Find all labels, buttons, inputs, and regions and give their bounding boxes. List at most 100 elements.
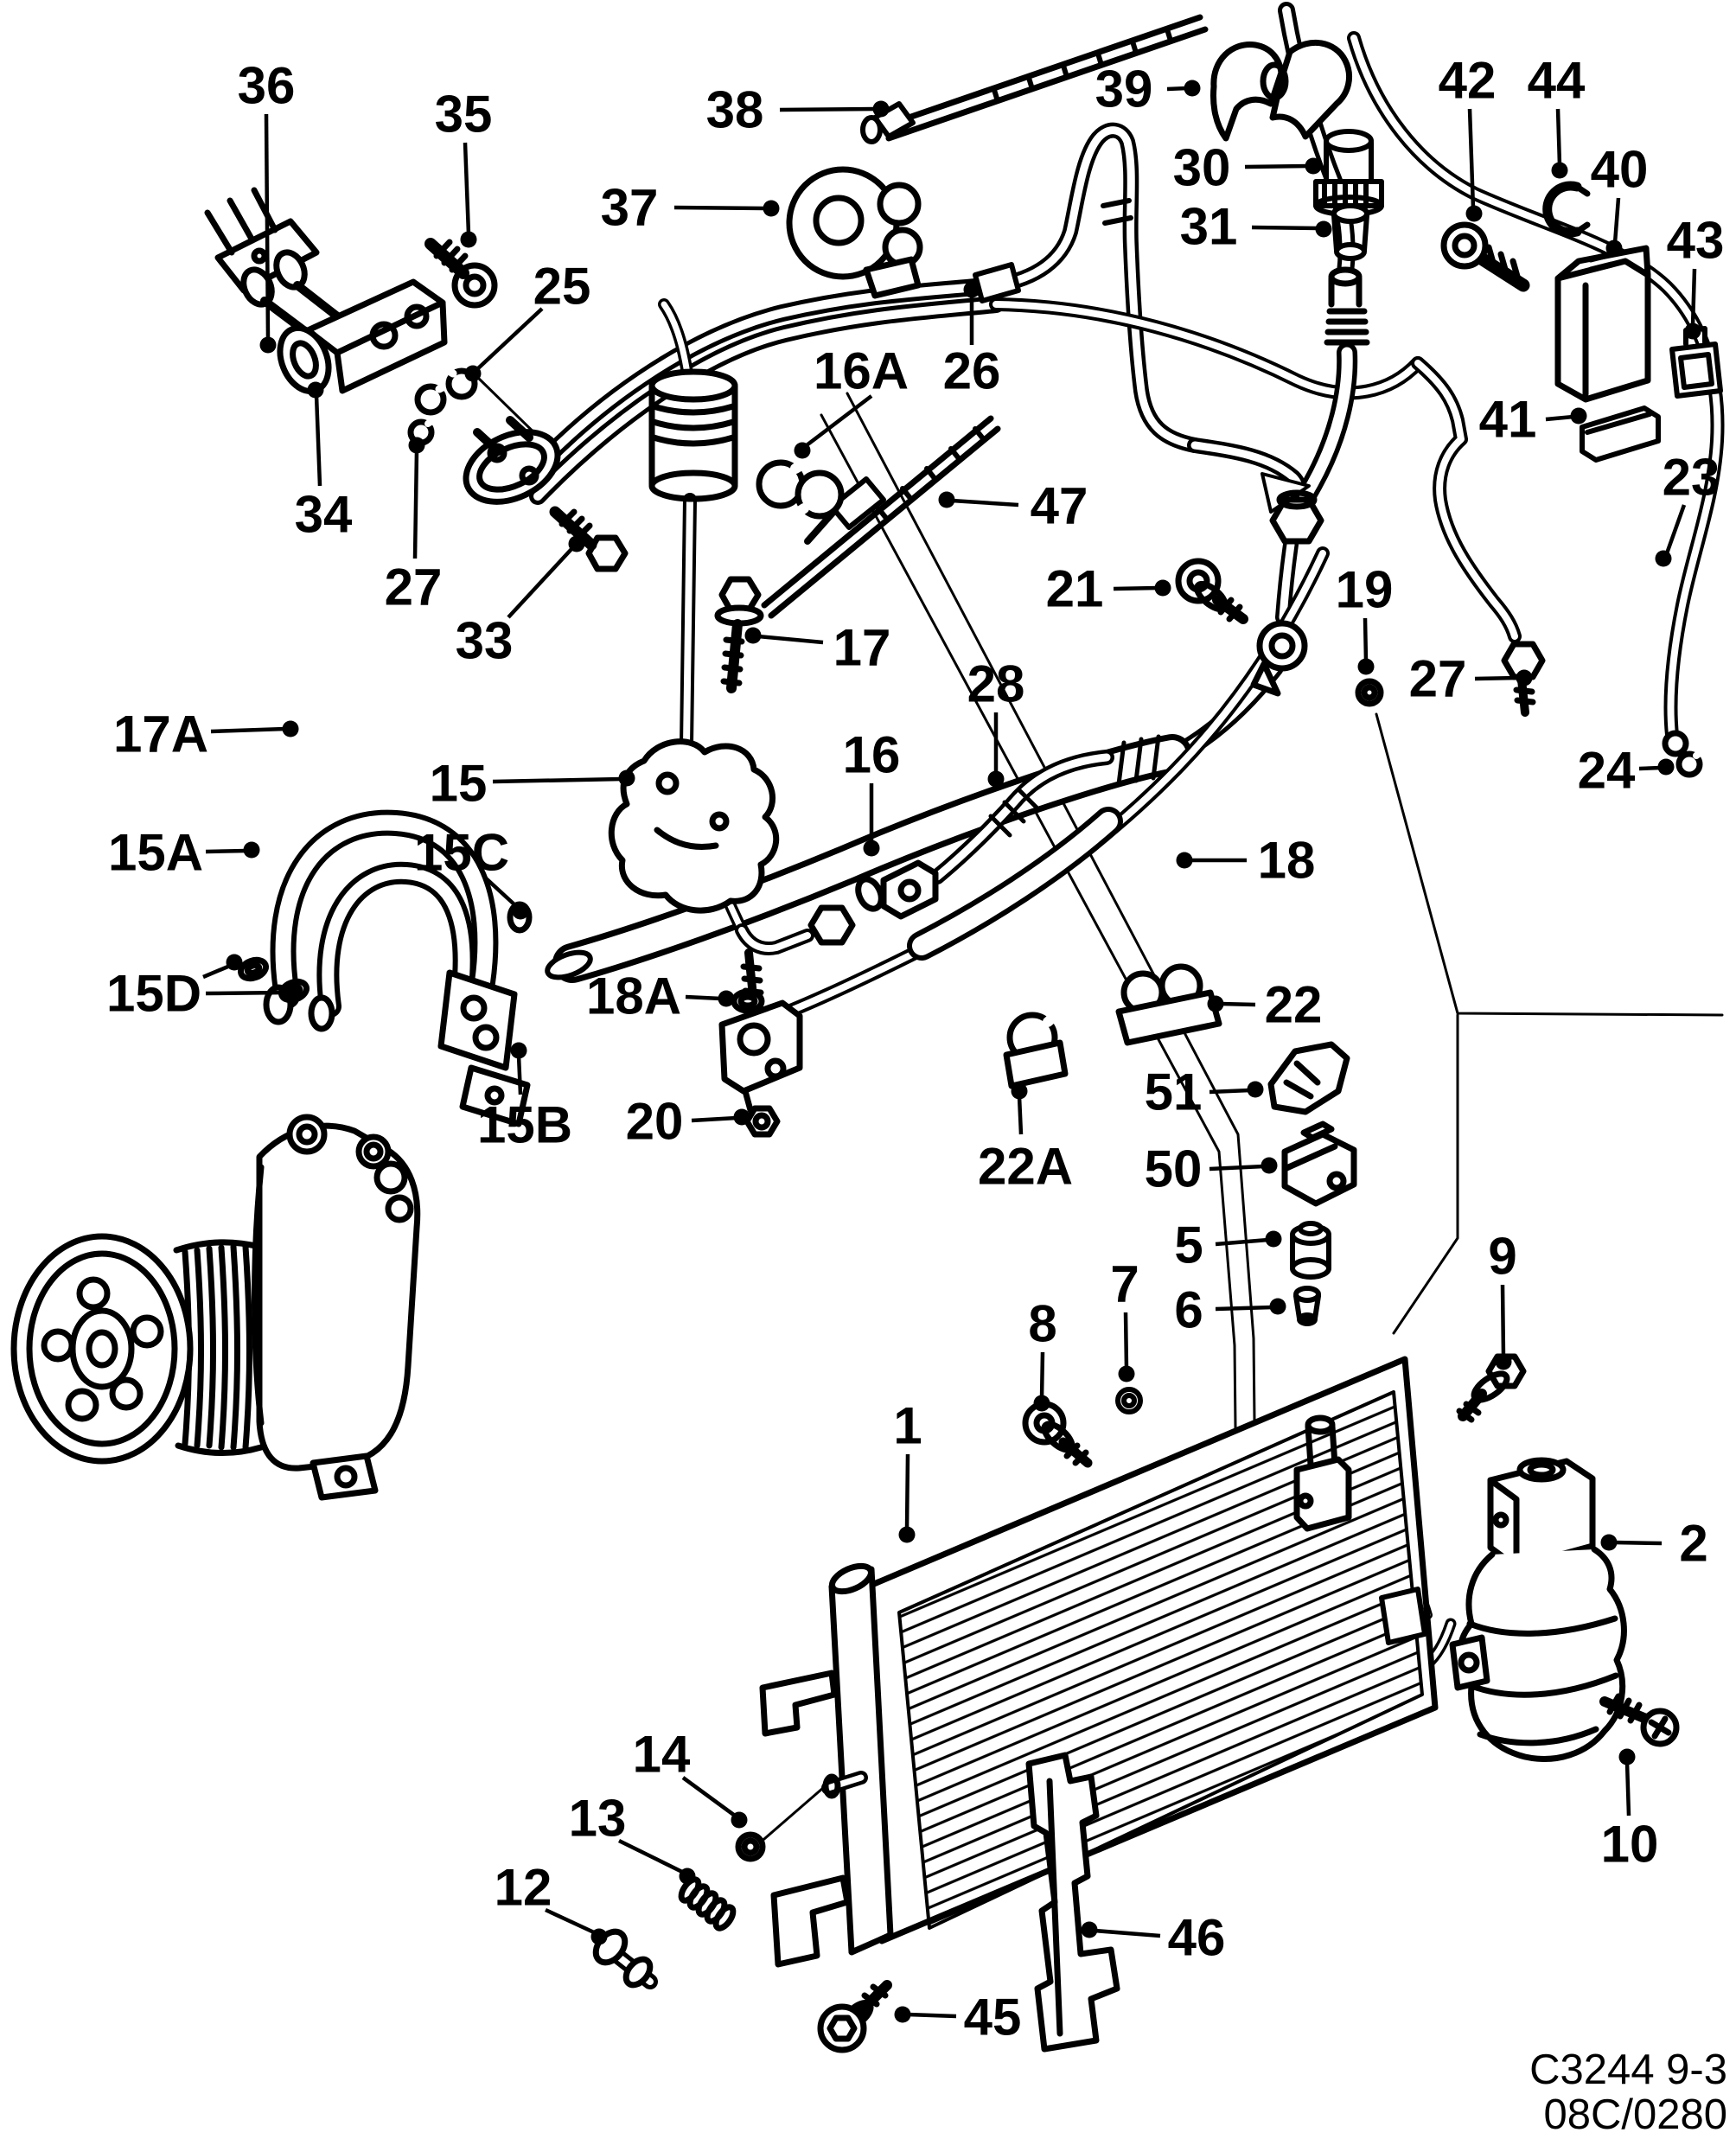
part-number-label: 20 (626, 1093, 684, 1151)
callout-17: 17 (744, 619, 890, 677)
callout-42: 42 (1439, 52, 1496, 222)
callout-47: 47 (938, 477, 1088, 535)
callout-12: 12 (495, 1859, 608, 1945)
callout-44: 44 (1528, 52, 1586, 179)
revision-code: 08C/0280 (1543, 2091, 1727, 2138)
leader-line (1215, 1237, 1269, 1247)
part-number-label: 40 (1591, 141, 1649, 199)
part-number-label: 15D (106, 965, 201, 1023)
part-number-label: 36 (238, 57, 296, 115)
pipe-fittings-art (973, 198, 1311, 514)
callout-15d: 15D (106, 954, 299, 1023)
part-number-label: 26 (943, 342, 1001, 400)
leader-dot (744, 627, 762, 644)
snap-ring-44-art (1542, 181, 1591, 238)
leader-line (1039, 1351, 1045, 1399)
callout-16a: 16A (794, 342, 909, 459)
part-number-label: 21 (1046, 560, 1104, 618)
leader-dot (1684, 322, 1701, 340)
leader-dot (1618, 1748, 1636, 1765)
part-number-label: 23 (1663, 449, 1720, 507)
part-number-label: 16A (814, 342, 909, 400)
pipe18-flange-art (718, 988, 803, 1138)
oring-7-art (1115, 1387, 1143, 1414)
sensor-50-art (1281, 1121, 1357, 1207)
cap-30-art (1313, 129, 1384, 217)
part-number-label: 9 (1488, 1228, 1516, 1286)
part-number-label: 1 (893, 1397, 922, 1455)
part-number-label: 33 (456, 612, 514, 670)
part-number-label: 43 (1667, 212, 1725, 270)
leader-line (1613, 1540, 1663, 1546)
compressor-art (10, 1114, 421, 1501)
part-number-label: 25 (533, 258, 591, 316)
leader-line (779, 106, 877, 112)
callout-38: 38 (706, 81, 890, 139)
bolt-12-13-14-art (592, 1831, 766, 1989)
callout-31: 31 (1180, 198, 1332, 256)
plate-41-art (1580, 405, 1661, 463)
leader-dot (794, 442, 811, 459)
leader-line (1209, 1088, 1251, 1095)
leader-dot (1657, 758, 1675, 776)
leader-dot (1600, 1534, 1618, 1551)
leader-dot (1207, 995, 1224, 1012)
part-number-label: 50 (1145, 1140, 1203, 1198)
part-number-label: 24 (1578, 742, 1636, 800)
leader-dot (1495, 1353, 1512, 1370)
callout-41: 41 (1479, 391, 1587, 449)
leader-line (264, 113, 271, 341)
leader-dot (243, 841, 260, 859)
part-number-label: 31 (1180, 198, 1238, 256)
cap-5-art (1290, 1221, 1331, 1280)
part-number-label: 27 (1409, 650, 1467, 708)
leader-line (210, 726, 286, 734)
leader-line (475, 307, 544, 371)
leader-dot (1357, 658, 1375, 675)
callout-8: 8 (1028, 1295, 1057, 1412)
leader-line (1474, 675, 1520, 681)
leader-line (1664, 504, 1687, 554)
cable-tie-47-art (761, 415, 1001, 619)
leader-dot (1465, 205, 1483, 222)
leader-dot (1176, 852, 1193, 869)
callout-28: 28 (967, 655, 1024, 788)
leader-dot (1551, 162, 1568, 179)
leader-line (681, 1776, 737, 1817)
callout-19: 19 (1336, 561, 1393, 675)
leader-dot (512, 903, 529, 920)
leader-line (1555, 108, 1562, 166)
part-number-label: 39 (1095, 61, 1153, 118)
callout-1: 1 (893, 1397, 922, 1543)
hose-15a-art (237, 901, 533, 1127)
bolt-42-art (1440, 221, 1530, 292)
condenser-art (759, 1356, 1439, 1968)
leader-dot (1011, 1082, 1028, 1100)
leader-line (482, 875, 518, 908)
callout-30: 30 (1173, 139, 1322, 197)
callout-22a: 22A (978, 1082, 1073, 1196)
leader-line (685, 994, 722, 1001)
callout-20: 20 (626, 1093, 750, 1151)
leader-dot (872, 100, 890, 118)
leader-line (492, 776, 622, 784)
part-number-label: 14 (633, 1726, 691, 1784)
callout-13: 13 (569, 1790, 696, 1885)
leader-line (1220, 1001, 1256, 1007)
callout-24: 24 (1578, 742, 1675, 800)
part-number-label: 18 (1258, 832, 1316, 890)
cable-tie-38-art (860, 14, 1209, 144)
callout-36: 36 (238, 57, 296, 354)
callout-50: 50 (1145, 1140, 1278, 1198)
part-number-label: 35 (435, 86, 493, 144)
part-number-label: 30 (1173, 139, 1231, 197)
leader-line (1624, 1761, 1631, 1817)
callout-21: 21 (1046, 560, 1171, 618)
receiver-drier-art (1449, 1353, 1680, 1762)
leader-line (1094, 1928, 1161, 1938)
leader-dot (1184, 80, 1201, 97)
leader-line (757, 634, 824, 645)
clamp-16a-art (756, 457, 845, 520)
leader-dot (731, 1811, 748, 1829)
clamp-37-art (786, 166, 923, 299)
